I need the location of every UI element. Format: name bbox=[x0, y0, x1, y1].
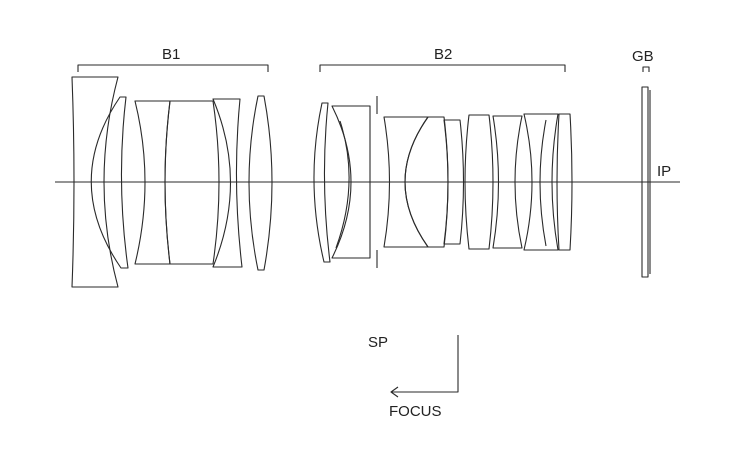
lens-element bbox=[443, 119, 465, 245]
lens-element bbox=[556, 113, 573, 251]
lens-element bbox=[71, 76, 119, 288]
lens-element bbox=[539, 119, 547, 247]
lens-element bbox=[248, 95, 273, 271]
lens-element bbox=[331, 105, 371, 259]
glass-block-label: GB bbox=[632, 48, 654, 65]
group2-bracket bbox=[319, 64, 566, 72]
glass-block-bracket bbox=[642, 66, 650, 72]
lens-element bbox=[90, 96, 129, 269]
lens-element bbox=[313, 102, 331, 263]
group1-bracket bbox=[77, 64, 269, 72]
lens-element bbox=[212, 98, 243, 268]
group1-label: B1 bbox=[162, 46, 180, 63]
focus-arrow-head bbox=[390, 386, 399, 398]
group2-label: B2 bbox=[434, 46, 452, 63]
focus-label: FOCUS bbox=[389, 403, 442, 420]
lens-element bbox=[464, 114, 494, 250]
lens-element bbox=[335, 120, 350, 249]
stop-label: SP bbox=[368, 334, 388, 351]
glass-block bbox=[641, 86, 649, 278]
focus-arrow bbox=[392, 335, 459, 393]
image-plane-label: IP bbox=[657, 163, 671, 180]
lens-element bbox=[523, 113, 559, 251]
lens-element bbox=[492, 115, 523, 249]
lens-element bbox=[164, 100, 220, 265]
